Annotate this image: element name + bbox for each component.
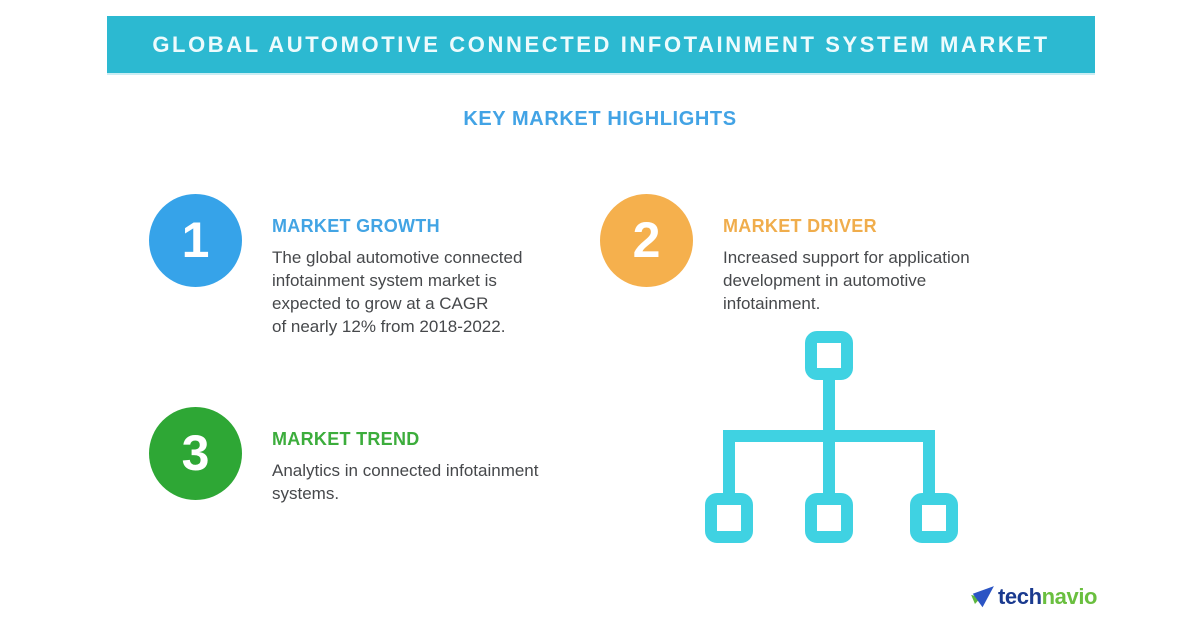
badge-number: 2 xyxy=(632,211,661,268)
technavio-arrow-icon xyxy=(971,586,994,608)
highlight-heading: MARKET DRIVER xyxy=(723,216,877,236)
technavio-logo: tech navio xyxy=(969,584,1098,610)
badge-number: 1 xyxy=(181,211,210,268)
highlight-body: Analytics in connected infotainment syst… xyxy=(272,461,539,503)
highlight-heading: MARKET TREND xyxy=(272,429,420,449)
highlight-text-block: MARKET TREND Analytics in connected info… xyxy=(272,407,602,505)
highlight-text-block: MARKET GROWTH The global automotive conn… xyxy=(272,194,602,338)
logo-text-navio: navio xyxy=(1041,584,1098,609)
title-banner: GLOBAL AUTOMOTIVE CONNECTED INFOTAINMENT… xyxy=(107,16,1095,73)
highlight-text-block: MARKET DRIVER Increased support for appl… xyxy=(723,194,1053,315)
number-badge-1: 1 xyxy=(149,194,242,287)
section-subtitle: KEY MARKET HIGHLIGHTS xyxy=(463,108,737,130)
badge-number: 3 xyxy=(181,424,210,481)
page-title: GLOBAL AUTOMOTIVE CONNECTED INFOTAINMENT… xyxy=(152,31,1050,57)
highlight-heading: MARKET GROWTH xyxy=(272,216,440,236)
highlight-body: Increased support for application develo… xyxy=(723,248,970,313)
number-badge-3: 3 xyxy=(149,407,242,500)
number-badge-2: 2 xyxy=(600,194,693,287)
sitemap-hierarchy-icon xyxy=(705,331,958,543)
highlight-body: The global automotive connected infotain… xyxy=(272,248,523,336)
logo-text-tech: tech xyxy=(998,584,1042,609)
